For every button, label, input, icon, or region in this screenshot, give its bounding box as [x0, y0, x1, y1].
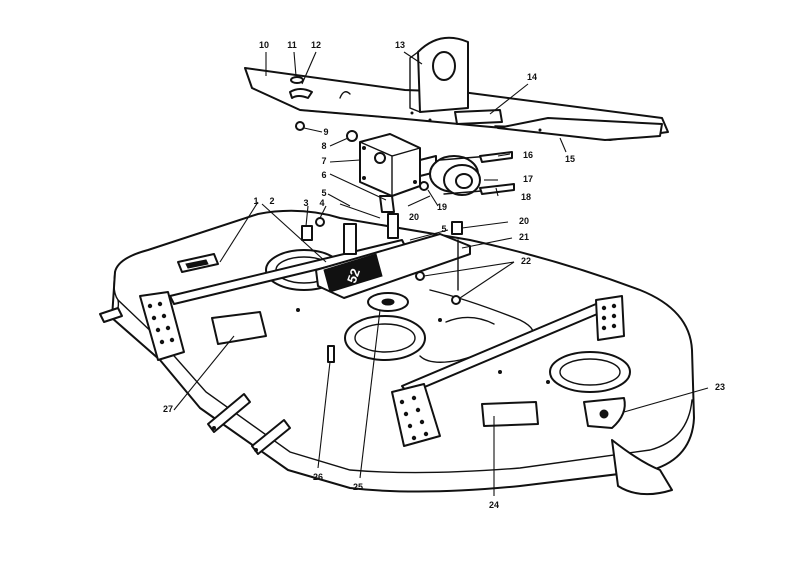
callout-1: 1 [253, 196, 258, 206]
bracket-post-left [343, 223, 357, 255]
deck-size-text: 52 [344, 266, 363, 285]
callout-2: 2 [269, 196, 274, 206]
callout-22: 22 [521, 256, 531, 266]
gearbox-output-shaft [379, 195, 395, 213]
pulley-bolt-16 [479, 151, 513, 163]
fitting-8 [346, 130, 358, 142]
callout-27: 27 [163, 404, 173, 414]
callout-5b: 5 [441, 224, 446, 234]
right-side-plate [595, 295, 625, 341]
nut-9 [295, 121, 305, 131]
callout-16: 16 [523, 150, 533, 160]
callout-20a: 20 [409, 212, 419, 222]
decal-24 [481, 401, 539, 427]
callout-11: 11 [287, 40, 297, 50]
callout-15: 15 [565, 154, 575, 164]
deck-mounting-plate [244, 36, 669, 141]
discharge-chute [611, 439, 673, 496]
callout-3: 3 [303, 198, 308, 208]
center-mount-bracket: 52 [315, 213, 471, 299]
nut-22b [451, 295, 461, 305]
callout-26: 26 [313, 472, 323, 482]
callout-9: 9 [323, 127, 328, 137]
callout-8: 8 [321, 141, 326, 151]
pulley-key-18 [479, 183, 515, 195]
clip-part [289, 88, 313, 99]
callout-17: 17 [523, 174, 533, 184]
nut-22a [415, 271, 425, 281]
plate-decal [454, 109, 503, 125]
bolt-3 [301, 225, 313, 241]
left-side-plate [139, 291, 185, 361]
washer-part [290, 76, 304, 84]
callout-5a: 5 [321, 188, 326, 198]
center-spindle-opening [344, 315, 426, 361]
hanger-arm-rear [251, 419, 291, 455]
callout-23: 23 [715, 382, 725, 392]
bolt-26 [327, 345, 335, 363]
callout-18: 18 [521, 192, 531, 202]
hanger-arm-front [207, 393, 251, 433]
callout-14: 14 [527, 72, 537, 82]
callout-10: 10 [259, 40, 269, 50]
callout-19: 19 [437, 202, 447, 212]
deck-size-decal [323, 253, 383, 293]
callout-4: 4 [319, 198, 324, 208]
callout-20b: 20 [519, 216, 529, 226]
leader-lines [173, 51, 709, 496]
drive-pulley [419, 151, 515, 196]
nut-19 [419, 181, 429, 191]
decal-27 [211, 311, 267, 345]
callout-6: 6 [321, 170, 326, 180]
bracket-hole [432, 51, 456, 81]
right-spindle-opening [549, 351, 631, 393]
washer-4 [315, 217, 325, 227]
callout-24: 24 [489, 500, 499, 510]
callout-25: 25 [353, 482, 363, 492]
callout-12: 12 [311, 40, 321, 50]
bracket-post-right [387, 213, 399, 239]
callout-labels: 1 2 3 4 5 5 6 7 8 9 10 11 12 13 14 15 16… [163, 40, 725, 510]
callout-21: 21 [519, 232, 529, 242]
bolt-20 [451, 221, 463, 235]
callout-13: 13 [395, 40, 405, 50]
deck-front-clip [99, 307, 123, 323]
rear-left-side-plate [391, 383, 441, 447]
gearbox-assembly [346, 130, 437, 213]
callout-7: 7 [321, 156, 326, 166]
right-plate-wing [497, 117, 663, 141]
deck-decals [177, 253, 626, 429]
